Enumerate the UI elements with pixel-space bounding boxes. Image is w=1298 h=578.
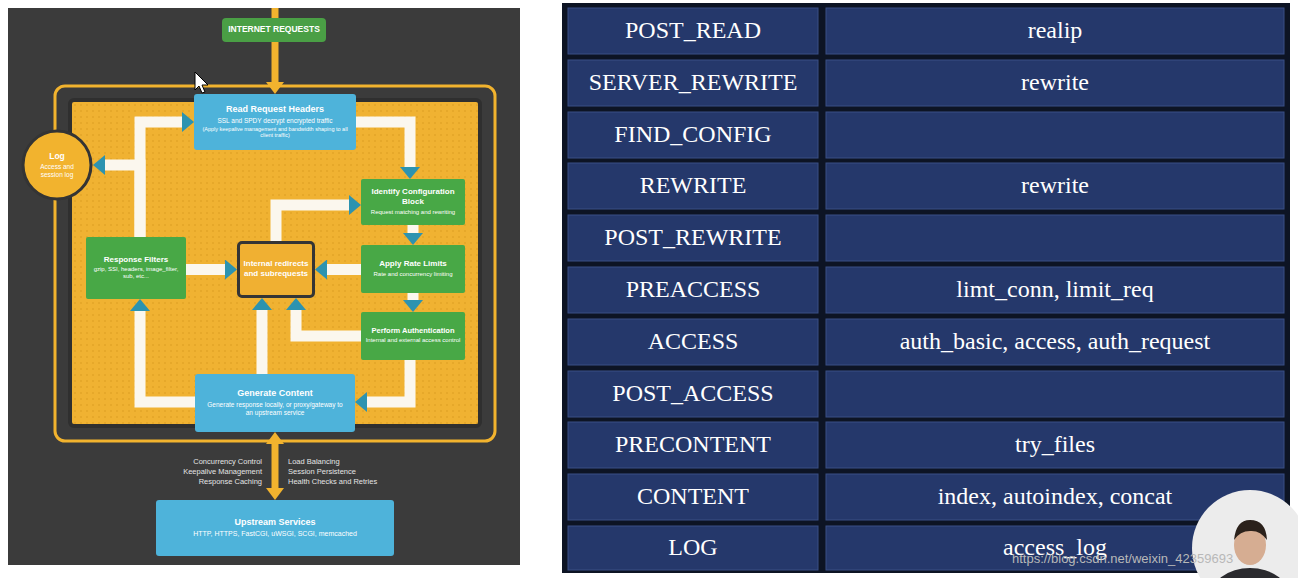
note-text: Keepalive Management	[142, 467, 262, 477]
flow-arrow	[296, 310, 361, 336]
table-cell-text: rewrite	[826, 163, 1284, 209]
table-cell-text: CONTENT	[568, 474, 818, 520]
box-heading: Read Request Headers	[226, 104, 324, 115]
table-cell	[826, 8, 1284, 54]
box-heading: Response Filters	[104, 255, 168, 265]
flow-arrow	[140, 311, 195, 402]
table-cell	[568, 319, 818, 365]
flow-arrow	[276, 205, 349, 241]
note-text: Session Persistence	[288, 467, 408, 477]
box-heading: INTERNET REQUESTS	[228, 24, 320, 34]
table-cell	[568, 371, 818, 417]
start-pill: INTERNET REQUESTS	[222, 18, 326, 42]
table-cell	[568, 267, 818, 313]
upstream-box: Upstream ServicesHTTP, HTTPS, FastCGI, u…	[156, 500, 394, 556]
feed-line	[272, 8, 279, 18]
flow-arrow	[186, 264, 225, 275]
flow-arrow	[408, 225, 419, 233]
process-box: Response Filtersgzip, SSI, headers, imag…	[86, 237, 186, 299]
panel-background	[8, 8, 520, 565]
flow-arrow	[105, 165, 140, 237]
box-text: SSL and SPDY decrypt encrypted traffic	[217, 117, 332, 125]
table-cell-text: SERVER_REWRITE	[568, 60, 818, 106]
box-heading: Generate Content	[237, 388, 313, 399]
table-cell-text: index, autoindex, concat	[826, 474, 1284, 520]
table-cell-text: ACCESS	[568, 319, 818, 365]
process-box: Apply Rate LimitsRate and concurrency li…	[361, 245, 465, 293]
flow-arrow	[367, 360, 410, 402]
table-cell	[568, 112, 818, 158]
watermark: https://blog.csdn.net/weixin_42359693	[1012, 550, 1296, 568]
process-box: Generate ContentGenerate response locall…	[195, 374, 355, 432]
table-cell-text: POST_READ	[568, 8, 818, 54]
box-heading: Internal redirects and subrequests	[243, 259, 309, 278]
box-text: Rate and concurrency limiting	[373, 271, 452, 278]
table-background	[562, 3, 1290, 573]
upstream-arrow	[272, 42, 279, 82]
table-cell-text: LOG	[568, 526, 818, 570]
table-cell	[568, 215, 818, 261]
note-text: Health Checks and Retries	[288, 477, 408, 487]
table-cell	[826, 371, 1284, 417]
table-cell-text: FIND_CONFIG	[568, 112, 818, 158]
box-text: HTTP, HTTPS, FastCGI, uWSGI, SCGI, memca…	[193, 530, 357, 538]
box-text: Request matching and rewriting	[371, 209, 455, 216]
outer-frame	[55, 86, 495, 441]
flow-arrow	[356, 122, 410, 167]
table-cell	[826, 112, 1284, 158]
table-cell	[826, 422, 1284, 468]
box-heading: Upstream Services	[234, 517, 315, 528]
box-heading: Perform Authentication	[371, 326, 454, 335]
table-cell-text: PREACCESS	[568, 267, 818, 313]
box-text: Generate response locally, or proxy/gate…	[205, 401, 345, 417]
table-cell-text: PRECONTENT	[568, 422, 818, 468]
flow-arrow	[140, 122, 182, 237]
table-cell-text: realip	[826, 8, 1284, 54]
table-cell	[826, 319, 1284, 365]
redirect-box: Internal redirects and subrequests	[237, 241, 315, 298]
mouse-cursor	[195, 72, 208, 93]
box-heading: Apply Rate Limits	[379, 259, 447, 269]
table-cell	[568, 163, 818, 209]
process-box: Identify Configuration BlockRequest matc…	[361, 179, 465, 225]
process-box: Perform AuthenticationInternal and exter…	[361, 312, 465, 360]
table-cell	[826, 60, 1284, 106]
flow-arrow	[408, 293, 419, 300]
table-cell-text: POST_ACCESS	[568, 371, 818, 417]
process-box: Read Request HeadersSSL and SPDY decrypt…	[194, 94, 356, 150]
table-cell	[826, 215, 1284, 261]
note-text: Response Caching	[142, 477, 262, 487]
upstream-arrow	[272, 444, 279, 488]
note-text: Concurrency Control	[142, 457, 262, 467]
note-text: Load Balancing	[288, 457, 408, 467]
table-cell	[568, 60, 818, 106]
box-heading: Identify Configuration Block	[364, 187, 462, 206]
box-text: (Apply keepalive management and bandwidt…	[202, 126, 348, 139]
table-cell-text: limt_conn, limit_req	[826, 267, 1284, 313]
table-cell-text: rewrite	[826, 60, 1284, 106]
flow-arrow	[327, 264, 361, 275]
flow-arrow	[257, 310, 268, 374]
table-cell	[826, 163, 1284, 209]
table-cell-text: try_files	[826, 422, 1284, 468]
table-cell-text: auth_basic, access, auth_request	[826, 319, 1284, 365]
log-circle-shape	[23, 131, 91, 199]
table-cell	[568, 474, 818, 520]
log-circle: LogAccess and session log	[21, 129, 93, 201]
box-text: gzip, SSI, headers, image_filter, sub, e…	[91, 266, 181, 280]
table-cell	[568, 526, 818, 570]
table-cell	[568, 8, 818, 54]
table-cell	[826, 267, 1284, 313]
box-text: Internal and external access control	[366, 337, 461, 344]
table-cell-text: POST_REWRITE	[568, 215, 818, 261]
table-cell	[568, 422, 818, 468]
box-heading: Log	[49, 151, 65, 161]
webcam-hair	[1234, 520, 1267, 540]
webcam-body	[1210, 568, 1290, 578]
table-cell-text: REWRITE	[568, 163, 818, 209]
box-text: Access and session log	[33, 163, 81, 179]
